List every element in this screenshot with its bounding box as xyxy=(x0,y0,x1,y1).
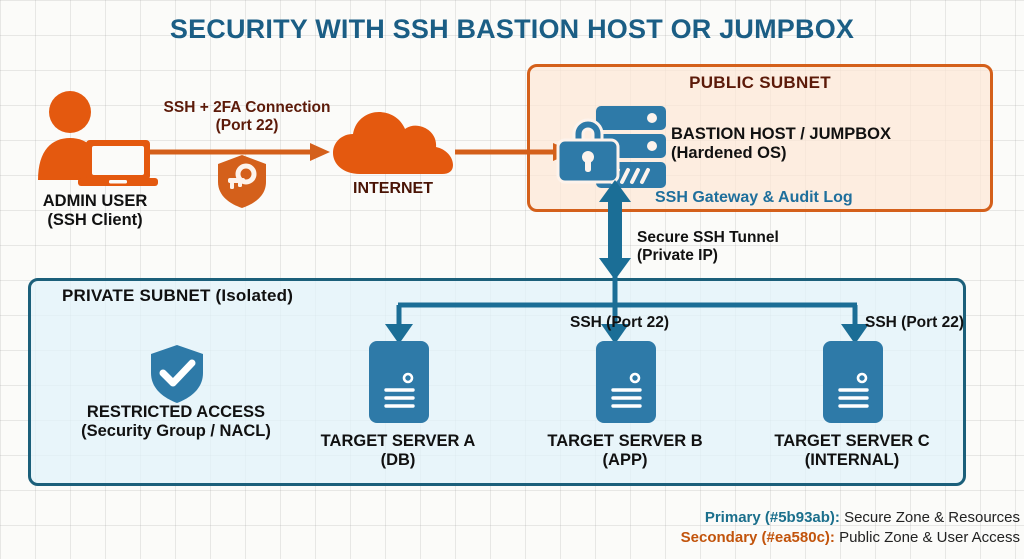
server-icon xyxy=(822,340,884,424)
ssh-label-server-c: SSH (Port 22) xyxy=(865,314,965,331)
target-server-a-line2: (DB) xyxy=(380,451,416,470)
double-arrow-vertical-icon xyxy=(597,180,633,280)
server-icon xyxy=(368,340,430,424)
page-title: SECURITY WITH SSH BASTION HOST OR JUMPBO… xyxy=(169,14,855,44)
shield-check-icon xyxy=(147,343,207,405)
legend-primary-value: Secure Zone & Resources xyxy=(839,509,1020,526)
secure-tunnel-line1: Secure SSH Tunnel xyxy=(637,229,779,246)
target-server-b-line2: (APP) xyxy=(602,451,648,470)
legend: Primary (#5b93ab): Secure Zone & Resourc… xyxy=(520,508,1020,548)
target-server-a-line1: TARGET SERVER A xyxy=(320,432,476,450)
secure-tunnel-label: Secure SSH Tunnel (Private IP) xyxy=(637,229,857,266)
restricted-access-label: RESTRICTED ACCESS (Security Group / NACL… xyxy=(60,403,292,442)
server-icon xyxy=(595,340,657,424)
bastion-host-label: BASTION HOST / JUMPBOX (Hardened OS) xyxy=(671,125,1001,164)
padlock-server-rack-icon xyxy=(556,104,668,190)
admin-user-line2: (SSH Client) xyxy=(47,211,143,230)
legend-secondary-value: Public Zone & User Access xyxy=(834,528,1020,546)
ssh-gateway-note: SSH Gateway & Audit Log xyxy=(655,189,853,206)
user-with-laptop-icon xyxy=(30,88,160,188)
restricted-access-line1: RESTRICTED ACCESS xyxy=(86,403,266,421)
target-server-b-line1: TARGET SERVER B xyxy=(547,432,703,450)
cloud-icon xyxy=(330,108,456,178)
target-server-c-line1: TARGET SERVER C xyxy=(774,432,930,450)
connection-line1: SSH + 2FA Connection xyxy=(163,99,331,116)
legend-secondary-key: Secondary (#ea580c): xyxy=(680,528,835,546)
admin-user-line1: ADMIN USER xyxy=(42,192,148,210)
bastion-host-line1: BASTION HOST / JUMPBOX xyxy=(671,125,892,143)
legend-row-primary: Primary (#5b93ab): Secure Zone & Resourc… xyxy=(520,508,1020,528)
legend-row-secondary: Secondary (#ea580c): Public Zone & User … xyxy=(520,528,1020,548)
target-server-b-label: TARGET SERVER B (APP) xyxy=(515,432,735,471)
public-subnet-title: PUBLIC SUBNET xyxy=(689,73,831,92)
legend-primary-key: Primary (#5b93ab): xyxy=(704,509,840,526)
internet-label: INTERNET xyxy=(353,180,433,197)
private-subnet-title: PRIVATE SUBNET (Isolated) xyxy=(62,286,294,305)
arrow-right-icon xyxy=(150,140,330,164)
ssh-label-server-b: SSH (Port 22) xyxy=(570,314,670,331)
connection-label: SSH + 2FA Connection (Port 22) xyxy=(142,99,352,136)
bastion-host-line2: (Hardened OS) xyxy=(671,144,787,163)
target-server-c-label: TARGET SERVER C (INTERNAL) xyxy=(742,432,962,471)
shield-key-icon xyxy=(213,152,271,210)
target-server-c-line2: (INTERNAL) xyxy=(804,451,900,470)
admin-user-label: ADMIN USER (SSH Client) xyxy=(0,192,190,231)
secure-tunnel-line2: (Private IP) xyxy=(637,247,718,265)
restricted-access-line2: (Security Group / NACL) xyxy=(81,422,271,441)
connection-line2: (Port 22) xyxy=(215,117,279,135)
target-server-a-label: TARGET SERVER A (DB) xyxy=(288,432,508,471)
server-branch-connectors xyxy=(380,272,880,350)
